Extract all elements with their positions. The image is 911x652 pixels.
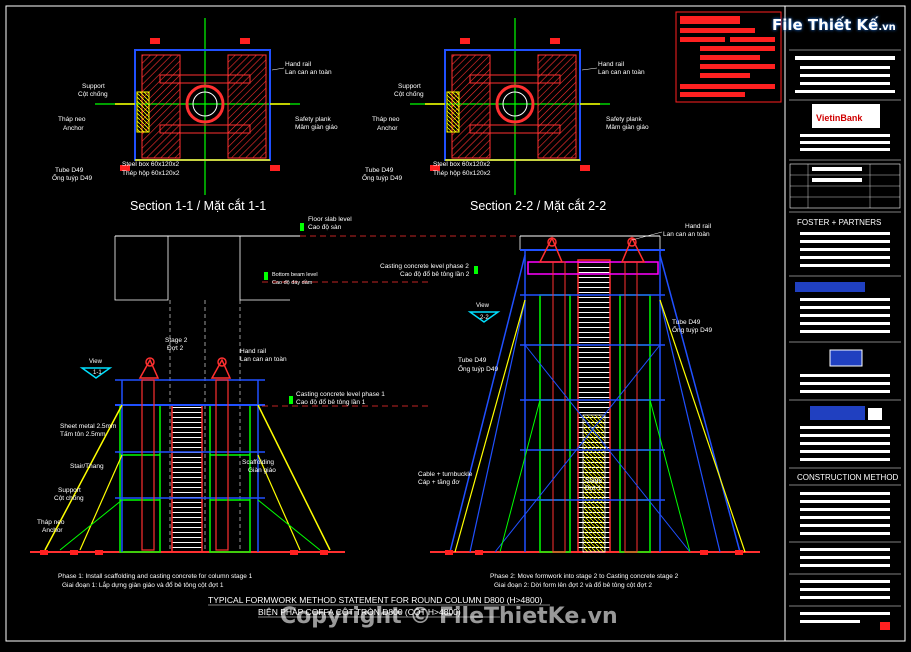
drawing-title: CONSTRUCTION METHOD	[797, 473, 899, 482]
label-support: Support	[58, 487, 81, 494]
label-support-vi: Cột chống	[394, 89, 424, 98]
label-hand-rail: Hand rail	[285, 61, 312, 68]
label-tube-vi: Ống tuýp D49	[52, 172, 92, 182]
label-support-vi: Cột chống	[78, 89, 108, 98]
label-casting-phase-1: Casting concrete level phase 1	[296, 391, 385, 398]
watermark-brand: File Thiết Kế.vn	[772, 16, 896, 34]
label-tube: Tube D49	[458, 357, 487, 364]
view-marker-label: View	[89, 359, 103, 365]
label-tube: Tube D49	[55, 167, 84, 174]
label-safety-plank: Safety plank	[606, 116, 643, 123]
caption-phase-1: Phase 1: Install scaffolding and casting…	[58, 573, 253, 580]
label-sheet-metal: Sheet metal 2.5mm	[60, 423, 116, 430]
label-sheet-metal-vi: Tấm tôn 2.5mm	[60, 429, 106, 438]
label-scaffolding-vi: Giàn giáo	[248, 467, 276, 474]
caption-phase-2: Phase 2: Move formwork into stage 2 to C…	[490, 573, 679, 580]
elevation-2-labels: Hand rail Lan can an toàn Casting concre…	[380, 223, 712, 589]
section-2-labels: Hand rail Lan can an toàn Support Cột ch…	[362, 61, 649, 213]
label-hand-rail-vi: Lan can an toàn	[598, 69, 645, 76]
label-hand-rail: Hand rail	[685, 223, 712, 230]
label-anchor-vi: Tháp neo	[58, 116, 86, 123]
label-casting-phase-2-vi: Cao độ đổ bê tông lần 2	[400, 269, 470, 278]
label-anchor: Anchor	[377, 125, 398, 132]
label-bottom-level: Bottom beam level	[272, 272, 318, 278]
architect-name: FOSTER + PARTNERS	[797, 218, 881, 227]
label-support-vi: Cột chống	[54, 493, 84, 502]
label-stair: Stair/Thang	[70, 463, 104, 470]
label-floor-slab-vi: Cao độ sàn	[308, 224, 342, 231]
view-marker-label: View	[476, 303, 490, 309]
label-hand-rail: Hand rail	[240, 348, 267, 355]
label-support: Support	[82, 83, 105, 90]
label-support: Support	[398, 83, 421, 90]
label-tube-right-vi: Ống tuýp D49	[672, 324, 712, 334]
main-title-vi: BIỆN PHÁP COFFA CỘT TRÒN D800 (CỘT H>480…	[258, 607, 461, 617]
label-hand-rail-vi: Lan can an toàn	[663, 231, 710, 238]
label-safety-plank-vi: Mâm giàn giáo	[606, 124, 649, 131]
label-steel-box-vi: Thép hộp 60x120x2	[433, 170, 491, 177]
elevation-phase-1	[30, 223, 520, 555]
label-anchor: Anchor	[63, 125, 84, 132]
label-tube-vi: Ống tuýp D49	[362, 172, 402, 182]
label-hand-rail-vi: Lan can an toàn	[285, 69, 332, 76]
label-stage: Stage	[585, 477, 602, 484]
label-anchor-vi: Tháp neo	[37, 519, 65, 526]
label-cable-vi: Cáp + tăng đơ	[418, 479, 460, 486]
label-tube: Tube D49	[365, 167, 394, 174]
section-2-title: Section 2-2 / Mặt cắt 2-2	[470, 198, 606, 213]
title-block: VietinBank FOSTER + PARTNERS	[675, 11, 901, 630]
section-1-plan	[95, 18, 300, 195]
elevation-1-labels: Floor slab level Cao độ sàn Bottom beam …	[37, 216, 385, 589]
label-steel-box-vi: Thép hộp 60x120x2	[122, 170, 180, 177]
view-marker-number: 2-2	[480, 315, 489, 321]
label-scaffolding: Scaffolding	[242, 459, 274, 466]
label-casting-phase-2: Casting concrete level phase 2	[380, 263, 469, 270]
label-steel-box: Steel box 60x120x2	[122, 161, 179, 168]
watermark-brand-text: File Thiết Kế	[772, 16, 879, 34]
label-cable: Cable + turnbuckle	[418, 471, 473, 478]
label-anchor-vi: Tháp neo	[372, 116, 400, 123]
label-tube-right: Tube D49	[672, 319, 701, 326]
caption-phase-1-vi: Giai đoạn 1: Lắp dựng giàn giáo và đổ bê…	[62, 580, 224, 589]
label-safety-plank: Safety plank	[295, 116, 332, 123]
elevation-phase-2	[430, 235, 760, 555]
section-2-plan	[410, 18, 610, 195]
label-anchor: Anchor	[42, 527, 63, 534]
label-floor-slab: Floor slab level	[308, 216, 352, 223]
label-bottom-level-vi: Cao độ đáy dầm	[272, 280, 313, 286]
view-marker-number: 1-1	[93, 370, 102, 376]
client-logo: VietinBank	[816, 113, 863, 123]
section-1-title: Section 1-1 / Mặt cắt 1-1	[130, 198, 266, 213]
label-hand-rail: Hand rail	[598, 61, 625, 68]
watermark-copyright-text: Copyright © FileThietKe.vn	[280, 604, 618, 629]
label-stage-vi: Đợt 1	[585, 485, 602, 492]
label-safety-plank-vi: Mâm giàn giáo	[295, 124, 338, 131]
main-title-en: TYPICAL FORMWORK METHOD STATEMENT FOR RO…	[208, 595, 542, 605]
label-stage: Stage 2	[165, 337, 188, 344]
label-hand-rail-vi: Lan can an toàn	[240, 356, 287, 363]
label-steel-box: Steel box 60x120x2	[433, 161, 490, 168]
watermark-copyright: Copyright © FileThietKe.vn	[280, 604, 618, 629]
label-tube-vi: Ống tuýp D49	[458, 363, 498, 373]
caption-phase-2-vi: Giai đoạn 2: Dời form lên đợt 2 và đổ bê…	[494, 581, 652, 589]
label-casting-phase-1-vi: Cao độ đổ bê tông lần 1	[296, 397, 366, 406]
client-logo-box	[812, 104, 880, 128]
drawing-main-title: TYPICAL FORMWORK METHOD STATEMENT FOR RO…	[208, 595, 550, 618]
watermark-brand-suffix: .vn	[878, 22, 896, 33]
sheet-border	[5, 5, 906, 642]
label-stage-vi: Đợt 2	[167, 345, 184, 352]
section-1-labels: Hand rail Lan can an toàn Support Cột ch…	[52, 61, 338, 213]
